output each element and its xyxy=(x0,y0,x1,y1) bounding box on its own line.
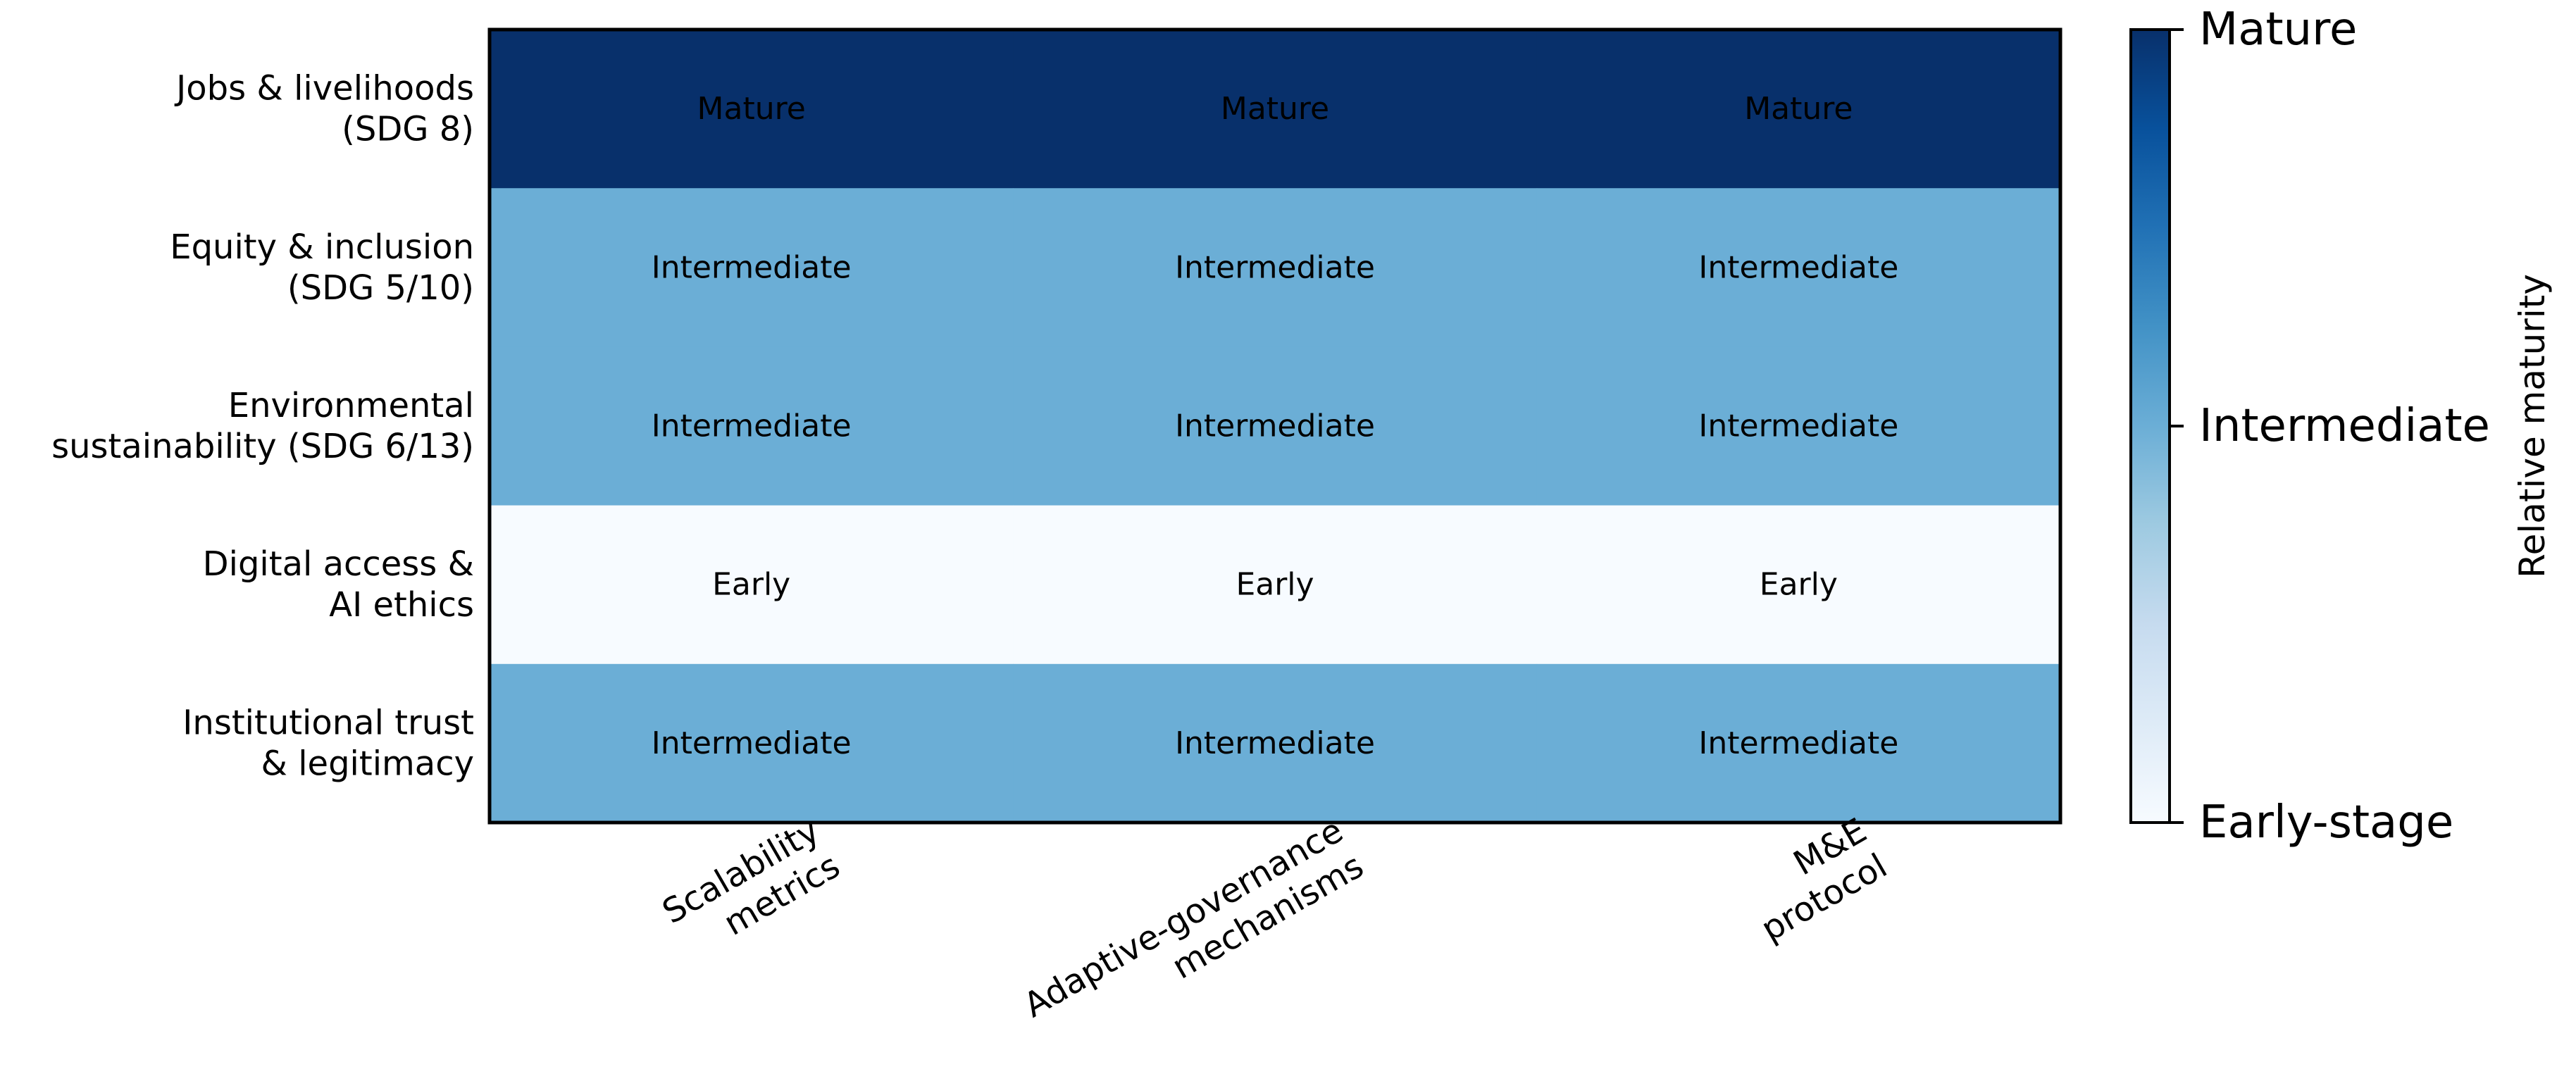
column-label-text: Adaptive-governancemechanisms xyxy=(1017,811,1370,1061)
column-label-scalability: Scalabilitymetrics xyxy=(656,811,847,967)
cell-label-r0-c2: Mature xyxy=(1744,91,1853,127)
row-label-line: (SDG 8) xyxy=(342,110,474,149)
row-label-institutional-trust: Institutional trust& legitimacy xyxy=(182,703,474,783)
row-label-equity-inclusion: Equity & inclusion(SDG 5/10) xyxy=(170,227,474,308)
column-label-text: M&Eprotocol xyxy=(1734,811,1894,949)
colorbar: Early-stage Intermediate Mature Relative m… xyxy=(2129,4,2553,849)
heatmap-cell-r0-c0 xyxy=(490,30,1014,189)
heatmap-cell-r1-c1 xyxy=(1013,188,1538,347)
column-labels: Scalabilitymetrics Adaptive-governancemec… xyxy=(656,811,1894,1061)
cell-label-r3-c2: Early xyxy=(1760,567,1838,603)
heatmap-cell-r3-c1 xyxy=(1013,505,1538,665)
cell-label-r3-c1: Early xyxy=(1236,567,1314,603)
column-label-text: Scalabilitymetrics xyxy=(656,811,847,967)
cell-label-r1-c2: Intermediate xyxy=(1698,249,1898,285)
colorbar-ticks: Early-stage Intermediate Mature xyxy=(2170,4,2490,849)
heatmap-cell-r4-c2 xyxy=(1536,663,2061,823)
row-label-line: Institutional trust xyxy=(182,703,474,742)
cell-label-r1-c1: Intermediate xyxy=(1175,249,1375,285)
heatmap-cell-r4-c1 xyxy=(1013,663,1538,823)
cell-label-r2-c1: Intermediate xyxy=(1175,408,1375,444)
heatmap-cell-r1-c0 xyxy=(490,188,1014,347)
cell-label-r2-c0: Intermediate xyxy=(652,408,852,444)
row-label-line: Jobs & livelihoods xyxy=(174,69,474,108)
cell-label-r4-c2: Intermediate xyxy=(1698,725,1898,761)
cell-label-r4-c1: Intermediate xyxy=(1175,725,1375,761)
row-label-jobs-livelihoods: Jobs & livelihoods(SDG 8) xyxy=(174,69,474,149)
colorbar-gradient xyxy=(2131,30,2170,823)
heatmap-cell-r4-c0 xyxy=(490,663,1014,823)
colorbar-tick-label-intermediate: Intermediate xyxy=(2199,400,2490,452)
row-label-line: Equity & inclusion xyxy=(170,227,474,267)
heatmap-cell-r1-c2 xyxy=(1536,188,2061,347)
row-label-line: AI ethics xyxy=(329,585,474,625)
row-label-line: Digital access & xyxy=(203,544,474,584)
heatmap-cell-r2-c2 xyxy=(1536,346,2061,506)
column-label-adaptive-governance: Adaptive-governancemechanisms xyxy=(1017,811,1370,1061)
colorbar-label: Relative maturity xyxy=(2512,274,2553,578)
heatmap-cell-r2-c1 xyxy=(1013,346,1538,506)
heatmap-cell-r3-c0 xyxy=(490,505,1014,665)
cell-label-r1-c0: Intermediate xyxy=(652,249,852,285)
row-label-digital-access: Digital access &AI ethics xyxy=(203,544,474,625)
heatmap-cell-r2-c0 xyxy=(490,346,1014,506)
row-labels: Jobs & livelihoods(SDG 8) Equity & inclus… xyxy=(51,69,474,784)
row-label-line: sustainability (SDG 6/13) xyxy=(51,427,474,466)
heatmap-cell-r0-c2 xyxy=(1536,30,2061,189)
cell-label-r0-c1: Mature xyxy=(1221,91,1329,127)
column-label-m-e: M&Eprotocol xyxy=(1734,811,1894,949)
cell-label-r0-c0: Mature xyxy=(697,91,806,127)
colorbar-tick-label-mature: Mature xyxy=(2199,4,2357,56)
row-label-line: (SDG 5/10) xyxy=(287,268,474,308)
heatmap-cell-r3-c2 xyxy=(1536,505,2061,665)
row-label-line: & legitimacy xyxy=(261,744,474,783)
cell-label-r4-c0: Intermediate xyxy=(652,725,852,761)
heatmap-cell-r0-c1 xyxy=(1013,30,1538,189)
cell-label-r3-c0: Early xyxy=(712,567,790,603)
cell-label-r2-c2: Intermediate xyxy=(1698,408,1898,444)
heatmap-cells xyxy=(490,30,2061,823)
heatmap-frame xyxy=(487,27,2062,825)
colorbar-tick-label-early-stage: Early-stage xyxy=(2199,796,2453,849)
row-label-line: Environmental xyxy=(228,386,474,425)
